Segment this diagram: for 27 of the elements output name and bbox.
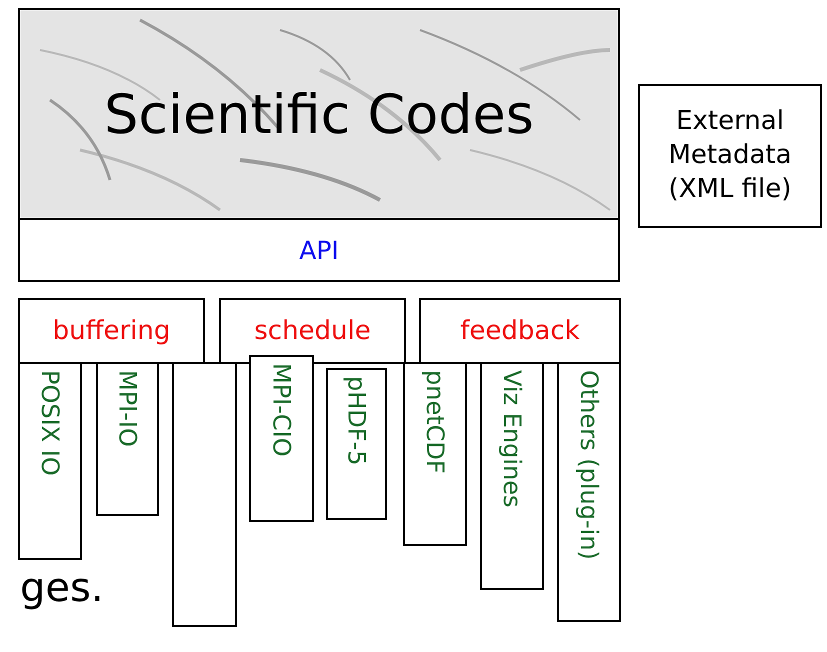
io-method-box <box>326 368 387 520</box>
layer-label: API <box>299 236 339 264</box>
service-box <box>219 298 406 364</box>
method-label: MPI-CIO <box>268 363 296 457</box>
io-method-box <box>96 362 159 516</box>
service-box <box>18 298 205 364</box>
method-label: MPI-IO <box>114 370 142 447</box>
io-method-box <box>480 362 544 590</box>
method-label: POSIX IO <box>36 370 64 476</box>
layer-title: Scientific Codes <box>104 82 534 146</box>
method-label: Others (plug-in) <box>575 370 603 560</box>
method-label: pHDF-5 <box>342 376 370 466</box>
method-label: Viz Engines <box>498 370 526 508</box>
service-label: feedback <box>460 316 580 346</box>
service-label: buffering <box>52 316 170 346</box>
io-method-box <box>172 362 237 627</box>
service-box <box>419 298 621 364</box>
metadata-box <box>638 84 822 228</box>
service-label: schedule <box>254 316 371 346</box>
io-method-box <box>403 362 467 546</box>
metadata-label: External Metadata (XML file) <box>667 105 793 206</box>
io-method-box <box>249 355 314 522</box>
api-layer-box <box>18 218 620 282</box>
io-method-box <box>557 362 621 622</box>
io-method-box <box>18 362 82 560</box>
caption-fragment: ges. <box>20 565 104 611</box>
method-label: pnetCDF <box>421 370 449 474</box>
